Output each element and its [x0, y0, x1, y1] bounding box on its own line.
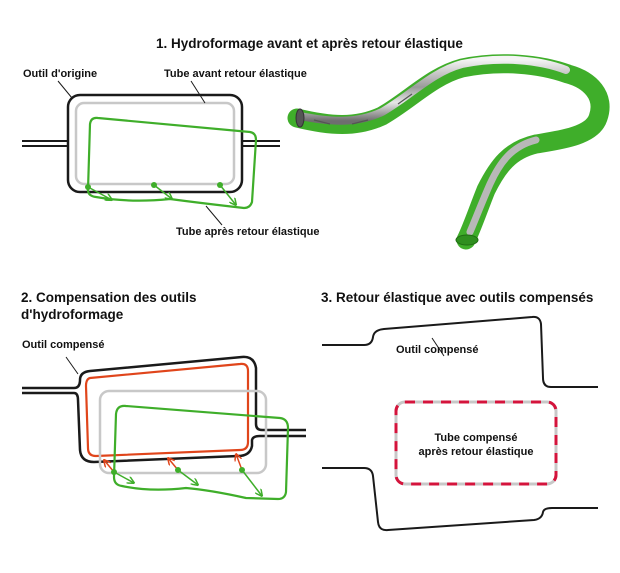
tube-3d-end-left	[295, 108, 305, 128]
label-outil-compense-3: Outil compensé	[396, 344, 479, 356]
label-tube-apres: Tube après retour élastique	[176, 226, 320, 238]
tube-3d-metal-top	[296, 55, 570, 125]
tube-3d-end-bottom	[455, 234, 479, 246]
displacement-arrow	[153, 184, 172, 199]
displacement-arrow	[87, 186, 112, 200]
compensated-tool-lower	[322, 467, 598, 532]
original-tool-outline	[66, 93, 244, 194]
leader-tube-apres	[205, 205, 223, 226]
compensated-tube-after-springback-red	[394, 400, 558, 486]
section2-schematic	[22, 355, 306, 501]
section3-title: 3. Retour élastique avec outils compensé…	[321, 290, 594, 305]
compensated-tool-outline	[22, 355, 306, 464]
tube-3d-render	[287, 54, 610, 250]
label-tube-compense-line2: après retour élastique	[418, 446, 534, 458]
leader-outil-origine	[57, 80, 73, 99]
leader-outil-compense-3	[431, 337, 445, 357]
label-tube-avant: Tube avant retour élastique	[164, 68, 307, 80]
compensated-tool-upper	[322, 315, 598, 388]
original-tool-flange-left	[22, 140, 68, 147]
tube-after-springback	[86, 116, 258, 210]
compensated-tube	[84, 362, 250, 458]
section1-schematic	[22, 80, 280, 226]
displacement-arrow	[241, 469, 262, 496]
leader-outil-compense-2	[65, 356, 79, 375]
tube-3d-body	[287, 54, 610, 250]
label-outil-compense-2: Outil compensé	[22, 339, 105, 351]
original-tool-flange-right	[242, 140, 280, 147]
section1-title: 1. Hydroformage avant et après retour él…	[156, 36, 463, 51]
section2-title-line2: d'hydroformage	[21, 307, 124, 322]
tube-after-springback-2	[112, 404, 290, 501]
displacement-arrow	[177, 469, 198, 485]
displacement-arrow	[113, 471, 134, 483]
label-outil-origine: Outil d'origine	[23, 68, 98, 80]
tube-3d-metal-lower	[466, 136, 540, 236]
displacement-arrow	[219, 184, 236, 205]
label-tube-compense-line1: Tube compensé	[434, 432, 518, 444]
leader-tube-avant	[190, 80, 206, 104]
section3-schematic	[322, 315, 598, 532]
section2-title-line1: 2. Compensation des outils	[21, 290, 197, 305]
tube-before-springback	[74, 101, 236, 186]
